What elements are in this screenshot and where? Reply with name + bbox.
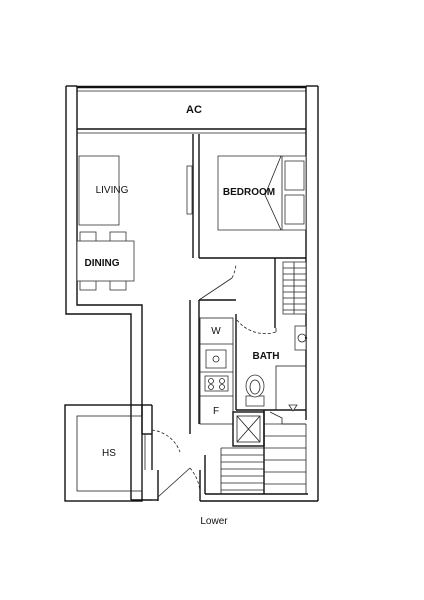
floor-caption: Lower xyxy=(200,516,228,527)
hob xyxy=(204,375,229,392)
kitchen-sink xyxy=(205,349,227,369)
room-label-dining: DINING xyxy=(85,258,120,269)
bedroom-door[interactable] xyxy=(198,263,237,301)
toilet xyxy=(245,374,265,407)
bedroom-partition xyxy=(186,134,306,328)
basin xyxy=(294,325,308,351)
ac-ledge xyxy=(77,85,306,134)
bath-walls xyxy=(235,314,307,411)
kitchen-walls xyxy=(189,299,236,434)
room-label-fridge: F xyxy=(213,406,219,417)
hs-door[interactable] xyxy=(144,429,181,470)
sofa xyxy=(78,155,120,226)
entrance-door[interactable] xyxy=(157,467,201,501)
room-label-hs: HS xyxy=(102,448,116,459)
room-label-ac: AC xyxy=(186,104,202,116)
room-label-washer: W xyxy=(211,326,221,337)
room-label-bedroom: BEDROOM xyxy=(223,187,275,198)
wardrobe xyxy=(282,261,307,315)
room-label-living: LIVING xyxy=(96,185,129,196)
outer-walls xyxy=(65,85,319,502)
staircase xyxy=(220,410,307,494)
dining-table xyxy=(76,231,135,291)
service-shaft xyxy=(232,411,265,447)
room-label-bath: BATH xyxy=(252,351,279,362)
floor-trap xyxy=(288,404,298,412)
bed xyxy=(217,155,307,231)
